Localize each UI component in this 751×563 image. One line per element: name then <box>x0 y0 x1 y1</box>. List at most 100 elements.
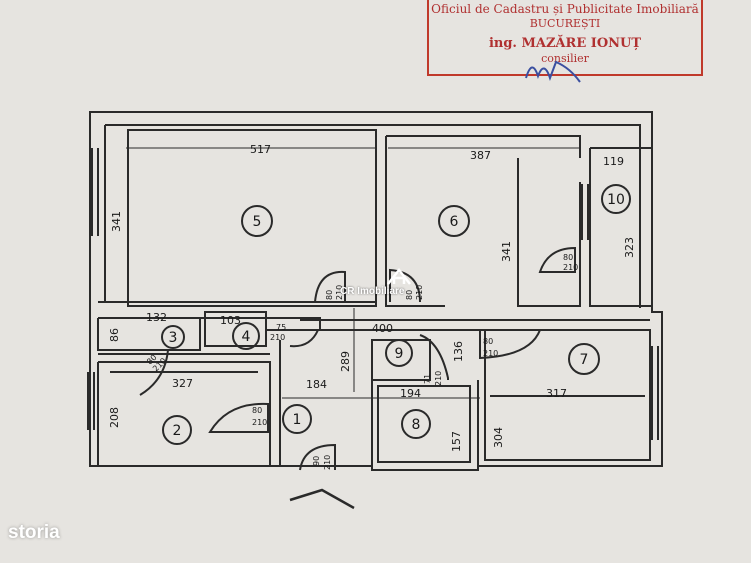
svg-text:210: 210 <box>270 333 285 342</box>
svg-text:210: 210 <box>563 263 578 272</box>
door-room-3 <box>139 349 170 396</box>
door-label-10: 80 210 <box>563 253 578 272</box>
room-number-5: 5 <box>253 214 262 230</box>
dim-r8-width: 194 <box>400 387 421 400</box>
dim-r2-width: 327 <box>172 377 193 390</box>
wall-room-6 <box>385 135 581 307</box>
wall-room-2 <box>97 361 271 466</box>
circle-room-7 <box>568 343 600 375</box>
door-label-6: 80 210 <box>405 285 424 300</box>
door-label-5: 80 210 <box>325 285 344 300</box>
dim-r10-height: 323 <box>623 237 636 258</box>
door-label-2: 80 210 <box>252 406 267 427</box>
wall-room-7 <box>484 329 651 461</box>
dim-hall-inner: 184 <box>306 378 327 391</box>
wall-room-4 <box>204 311 267 347</box>
wall-room-6-right <box>517 158 581 307</box>
room-number-6: 6 <box>450 214 459 230</box>
dim-r9-side: 136 <box>452 341 465 362</box>
room-number-1: 1 <box>293 412 302 428</box>
dim-r6-height: 341 <box>500 241 513 262</box>
circle-room-4 <box>232 322 260 350</box>
svg-text:80: 80 <box>252 406 262 415</box>
door-label-3: 80 210 <box>145 353 168 374</box>
door-room-5 <box>314 270 346 303</box>
svg-text:210: 210 <box>335 285 344 300</box>
stamp-line-4: consilier <box>541 52 589 65</box>
circle-room-3 <box>161 325 185 349</box>
stamp-line-1: Oficiul de Cadastru și Publicitate Imobi… <box>431 2 699 16</box>
svg-text:80: 80 <box>483 337 493 346</box>
svg-text:210: 210 <box>415 285 424 300</box>
dim-r10-width: 119 <box>603 155 624 168</box>
cadastre-stamp: Oficiul de Cadastru și Publicitate Imobi… <box>427 0 703 76</box>
dim-r2-height: 208 <box>108 407 121 428</box>
door-label-9: 71 210 <box>423 371 443 386</box>
door-room-10 <box>538 246 576 273</box>
svg-text:80: 80 <box>325 290 334 300</box>
door-room-2 <box>208 402 269 433</box>
svg-text:71: 71 <box>423 374 432 384</box>
wall-room-8-side <box>371 380 479 466</box>
wall-room-9 <box>371 339 431 381</box>
stamp-line-2: BUCUREȘTI <box>529 17 601 30</box>
room-number-2: 2 <box>173 423 182 439</box>
door-room-4 <box>265 329 320 348</box>
inner-outline <box>104 124 641 308</box>
window-left-top <box>91 148 99 236</box>
dim-r3-height: 86 <box>108 328 121 342</box>
svg-text:210: 210 <box>434 371 443 386</box>
dim-r3-width: 132 <box>146 311 167 324</box>
svg-text:75: 75 <box>276 323 286 332</box>
dim-r4-width: 103 <box>220 314 241 327</box>
dim-r6-width: 387 <box>470 149 491 162</box>
svg-text:210: 210 <box>483 349 498 358</box>
storia-watermark: storia <box>8 522 60 543</box>
svg-text:90: 90 <box>312 456 321 466</box>
svg-text:210: 210 <box>252 418 267 427</box>
wall-band <box>98 301 376 355</box>
agency-watermark: CR Imobiliare <box>340 286 405 297</box>
circle-room-2 <box>162 415 192 445</box>
window-left-bottom <box>87 372 95 430</box>
circle-room-8 <box>401 409 431 439</box>
room-number-9: 9 <box>395 346 404 362</box>
door-label-7: 80 210 <box>483 337 498 358</box>
window-room-10 <box>581 184 589 240</box>
house-logo-icon <box>387 267 411 285</box>
door-room-6 <box>389 268 421 303</box>
dim-r5-height: 341 <box>110 211 123 232</box>
wall-room-10 <box>589 147 652 307</box>
svg-text:80: 80 <box>563 253 573 262</box>
room-number-10: 10 <box>607 192 625 208</box>
door-label-4: 75 210 <box>270 323 286 342</box>
room-number-4: 4 <box>242 329 251 345</box>
signature-icon <box>525 60 581 83</box>
dim-r5-width: 517 <box>250 143 271 156</box>
door-label-entry: 90 210 <box>312 455 332 470</box>
wall-room-8 <box>377 385 471 463</box>
dim-r7-height: 304 <box>492 427 505 448</box>
dim-hall-height: 289 <box>339 351 352 372</box>
room-number-8: 8 <box>412 417 421 433</box>
dim-r8-height: 157 <box>450 431 463 452</box>
room-number-7: 7 <box>580 352 589 368</box>
window-right <box>651 346 659 440</box>
stamp-line-3: ing. MAZĂRE IONUȚ <box>488 36 642 51</box>
circle-room-9 <box>385 339 413 367</box>
svg-text:80: 80 <box>405 290 414 300</box>
dim-r7-width: 317 <box>546 387 567 400</box>
wall-room-5 <box>127 129 377 307</box>
room-number-3: 3 <box>169 330 178 346</box>
door-entry <box>299 443 336 471</box>
dim-hall-width: 400 <box>372 322 393 335</box>
door-room-9 <box>419 334 449 380</box>
circle-room-6 <box>438 205 470 237</box>
entry-arrow <box>289 488 355 510</box>
circle-room-5 <box>241 205 273 237</box>
circle-room-10 <box>601 184 631 214</box>
door-room-7 <box>479 329 542 360</box>
circle-room-1 <box>282 404 312 434</box>
svg-text:210: 210 <box>323 455 332 470</box>
